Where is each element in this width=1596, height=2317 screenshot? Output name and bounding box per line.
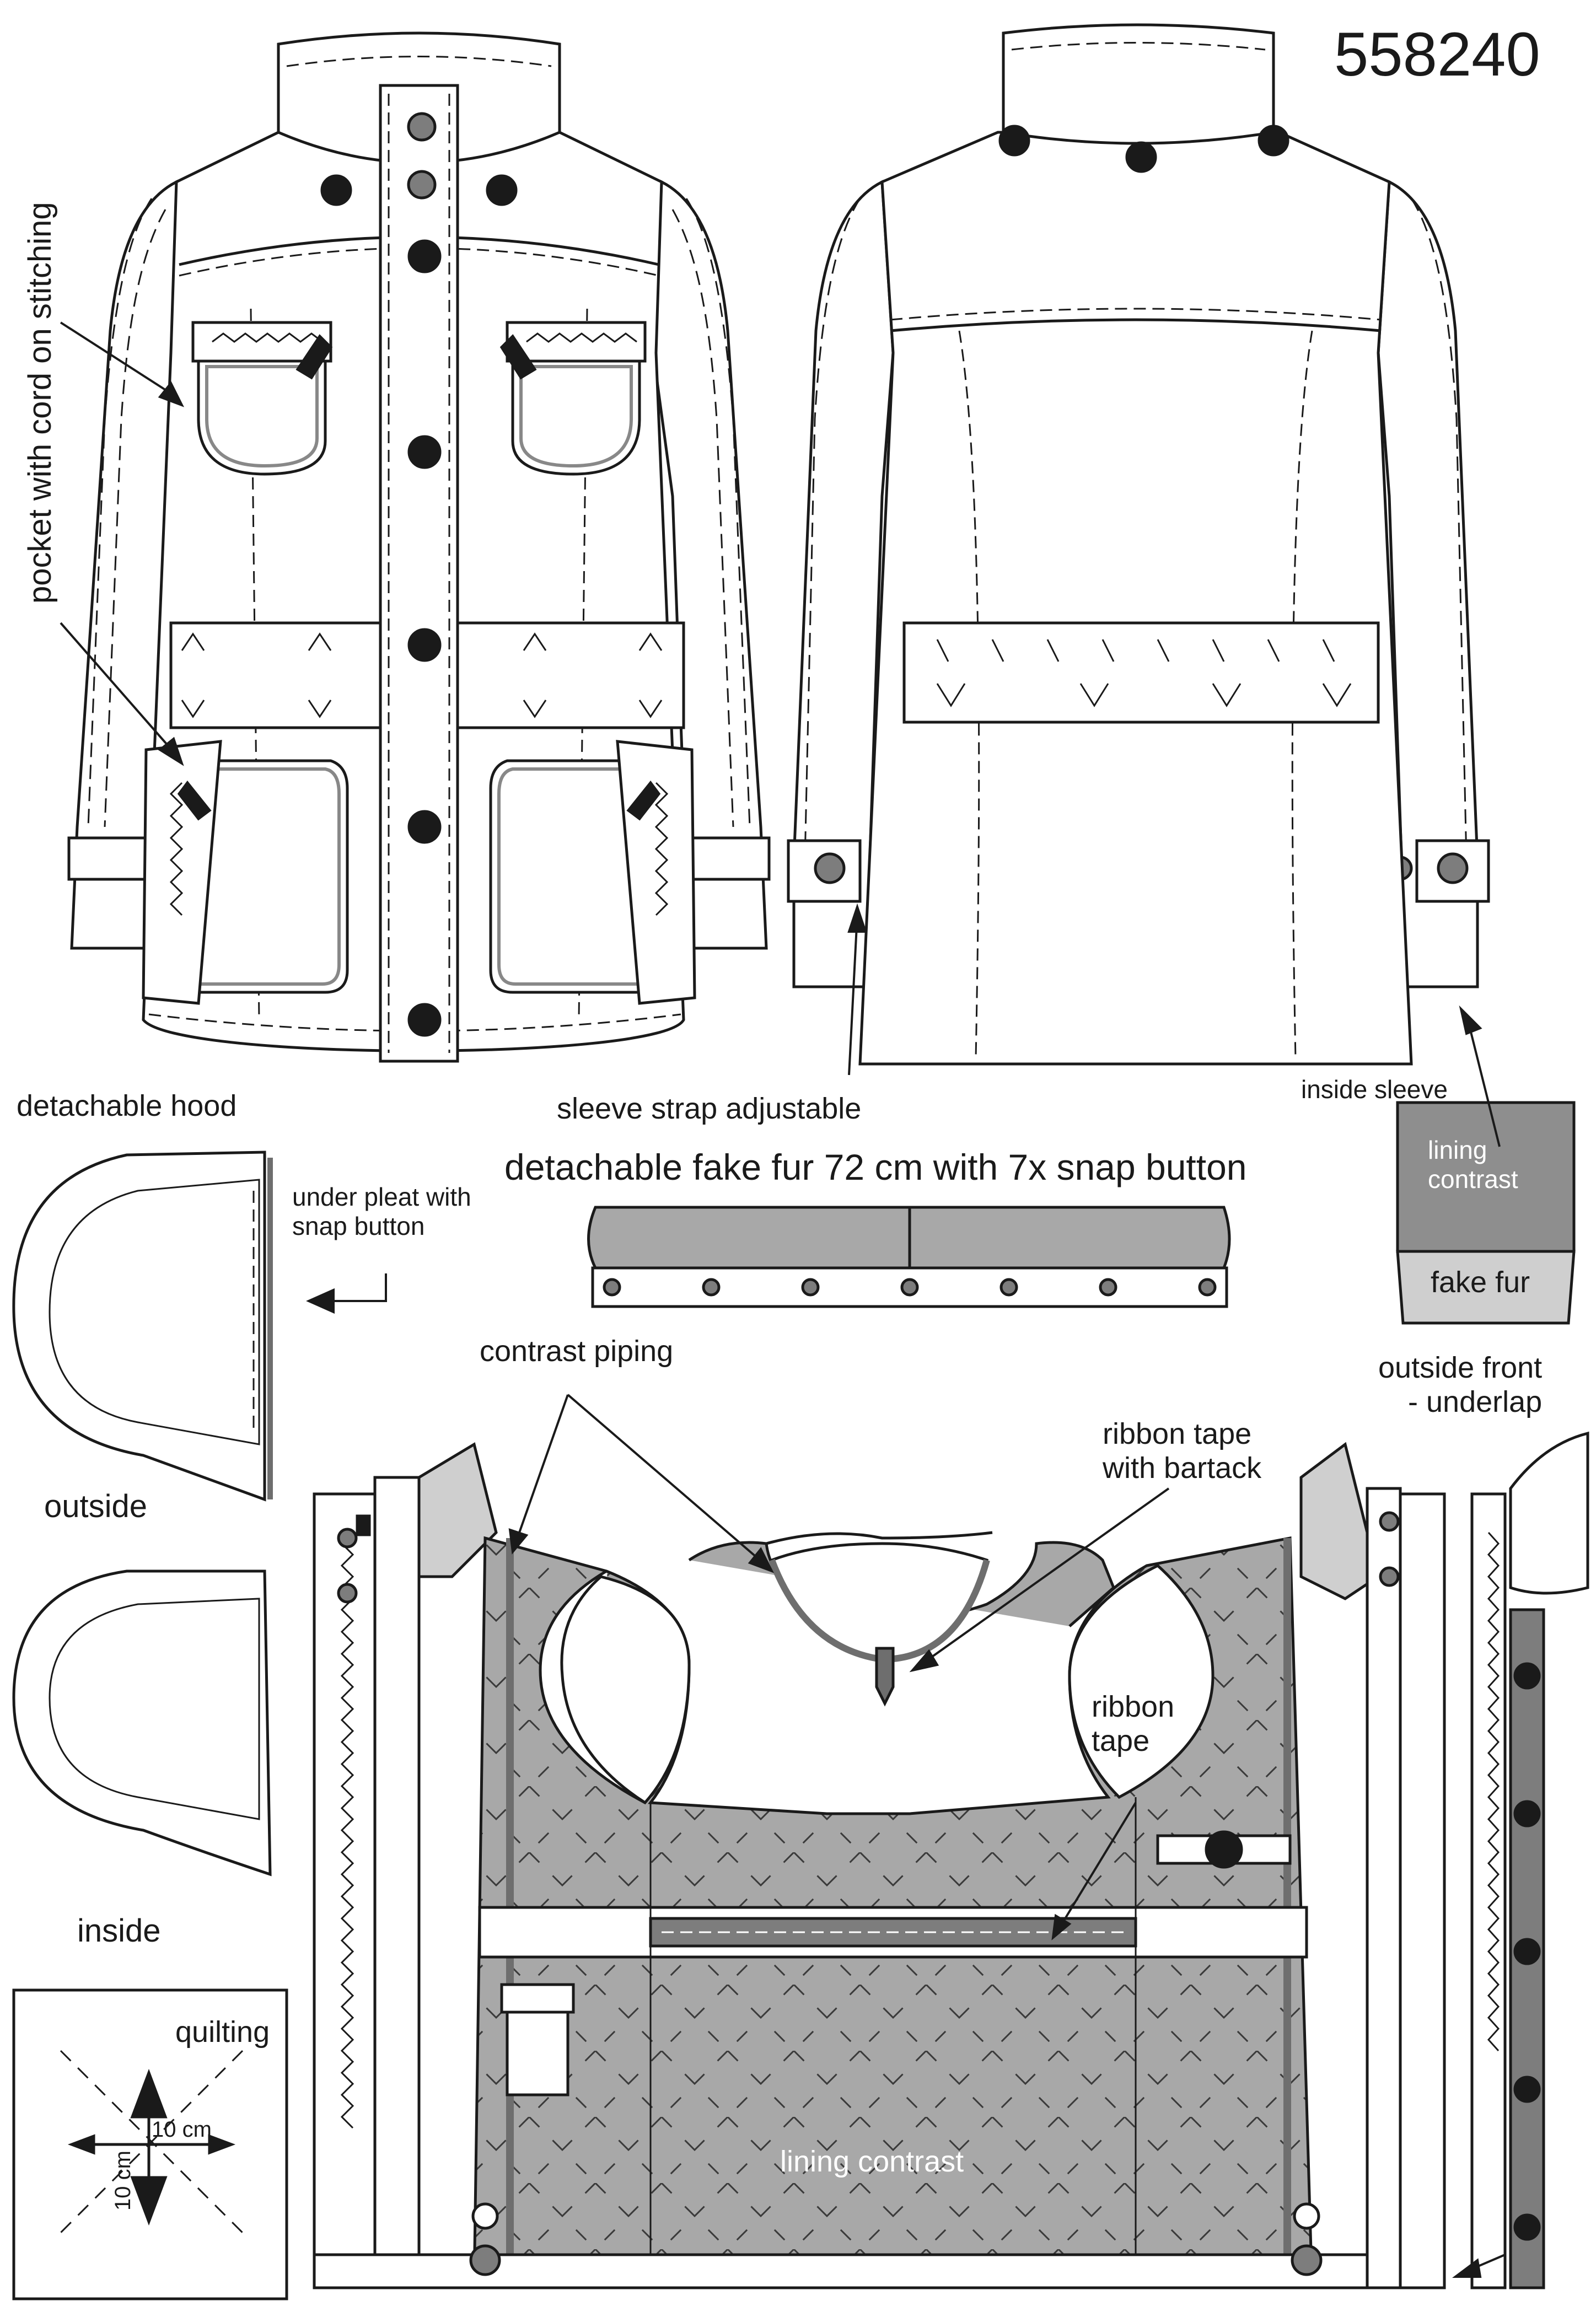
front-left-sleeve <box>70 180 186 950</box>
outside-front-label: outside front - underlap <box>1378 1351 1543 1419</box>
lower-pocket-left <box>180 759 349 994</box>
sleeve-swatch <box>1396 1101 1576 1325</box>
back-view <box>787 23 1490 1066</box>
hood-outside <box>12 1151 273 1502</box>
pocket-cord-label: pocket with cord on stitching <box>22 202 58 604</box>
hood-inside-label: inside <box>77 1913 161 1949</box>
detachable-hood-label: detachable hood <box>17 1089 237 1122</box>
under-pleat-label: under pleat with snap button <box>292 1182 471 1240</box>
chest-pocket-right <box>511 357 641 476</box>
front-right-sleeve <box>652 180 768 950</box>
fake-fur-swatch-label: fake fur <box>1431 1266 1530 1299</box>
quilting-vertical-dim: 10 cm <box>111 2151 135 2211</box>
lining-view <box>313 1431 1589 2289</box>
style-number: 558240 <box>1334 20 1540 89</box>
quilting-horizontal-dim: 10 cm <box>152 2117 212 2142</box>
callout-arrows <box>60 321 1506 2278</box>
inside-sleeve-label: inside sleeve <box>1301 1075 1448 1104</box>
back-waist-band <box>902 621 1380 724</box>
back-body <box>858 131 1413 1066</box>
front-right-cuff <box>685 836 771 881</box>
ribbon-bartack-label: ribbon tape with bartack <box>1103 1417 1262 1485</box>
hood-outside-label: outside <box>44 1488 148 1524</box>
quilting-diagram <box>12 1988 288 2300</box>
front-view <box>67 31 771 1063</box>
back-left-sleeve <box>792 180 895 988</box>
chest-pocket-left <box>197 357 327 476</box>
front-left-cuff <box>67 836 153 881</box>
back-right-sleeve <box>1377 180 1479 988</box>
fake-fur-label: detachable fake fur 72 cm with 7x snap b… <box>504 1147 1247 1187</box>
lining-contrast-swatch-label: lining contrast <box>1428 1136 1518 1194</box>
fur-strip <box>587 1206 1231 1308</box>
quilting-label: quilting <box>175 2015 270 2049</box>
contrast-piping-label: contrast piping <box>480 1335 674 1368</box>
hood-inside <box>12 1569 272 1877</box>
front-placket <box>379 84 459 1063</box>
sleeve-strap-label: sleeve strap adjustable <box>557 1092 862 1125</box>
ribbon-tape-label: ribbon tape <box>1092 1690 1175 1758</box>
lower-pocket-right <box>489 759 658 994</box>
lining-contrast-label: lining contrast <box>780 2145 964 2178</box>
